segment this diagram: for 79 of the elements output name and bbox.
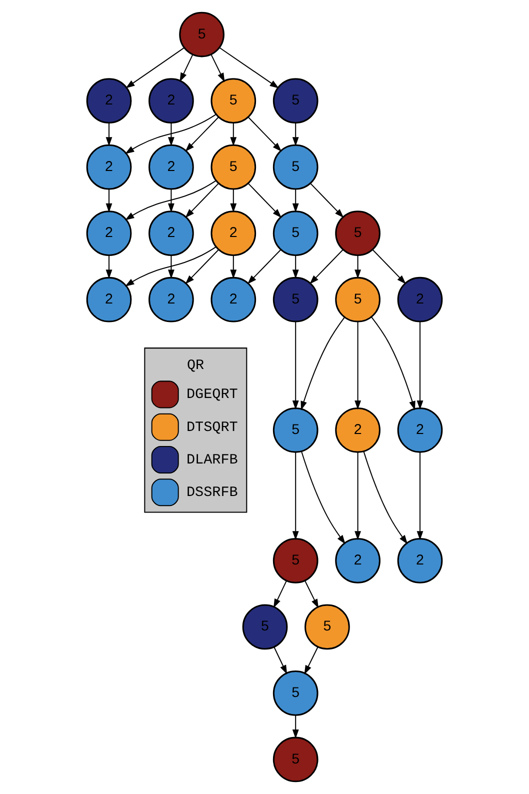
arrow (185, 182, 220, 218)
arrow (416, 452, 424, 540)
arrow (248, 182, 282, 218)
node-circle: 5 (272, 276, 318, 322)
node-circle: 2 (86, 210, 132, 256)
arrow (310, 249, 344, 284)
legend-label: DLARFB (186, 452, 238, 468)
node-circle: 5 (335, 210, 380, 256)
arrow (230, 255, 237, 279)
arrow (354, 322, 362, 410)
node-circle: 2 (148, 276, 194, 322)
arrow (310, 182, 344, 218)
arrow (371, 316, 416, 410)
legend-label: DTSQRT (186, 420, 238, 436)
arrow (292, 452, 299, 540)
node-circle: 2 (86, 144, 132, 190)
arrow (300, 316, 345, 410)
arrow (106, 122, 112, 146)
arrow (219, 47, 279, 88)
node-circle: 5 (272, 407, 318, 453)
arrow (125, 114, 216, 154)
node-circle: 5 (179, 12, 224, 58)
node-circle: 5 (272, 736, 318, 782)
arrow (106, 189, 112, 213)
arrow (292, 189, 299, 213)
arrow (292, 322, 299, 410)
arrow (168, 122, 174, 146)
arrow (125, 246, 216, 286)
node-circle: 2 (148, 78, 194, 124)
arrow (125, 180, 216, 220)
arrow (168, 189, 174, 213)
label: QR (187, 358, 204, 374)
node-circle: 2 (335, 407, 380, 453)
node-circle: 5 (272, 78, 318, 124)
arrow (210, 54, 225, 82)
arrow (274, 647, 288, 674)
node-circle: 5 (272, 670, 318, 716)
legend-label: DSSRFB (186, 485, 238, 502)
arrow (230, 122, 237, 146)
node-circle: 5 (210, 144, 256, 190)
arrow (292, 255, 299, 279)
node-circle: 2 (148, 210, 194, 256)
arrow (304, 646, 318, 675)
arrow (363, 451, 408, 544)
arrow (247, 249, 282, 284)
node-circle: 2 (86, 276, 132, 322)
arrow (292, 122, 299, 146)
arrow (372, 249, 406, 284)
arrow (354, 255, 362, 279)
node-circle: 2 (210, 210, 256, 256)
arrow (301, 451, 346, 544)
node-circle: 2 (335, 538, 380, 584)
node-circle: 5 (210, 78, 256, 124)
node-circle: 5 (272, 210, 318, 256)
arrow (292, 715, 299, 739)
node-circle: 2 (148, 144, 194, 190)
arrow (185, 249, 220, 284)
node-circle: 5 (335, 276, 380, 322)
node-circle: 2 (210, 276, 256, 322)
arrow (180, 54, 194, 82)
arrow (304, 580, 319, 608)
arrow (185, 116, 220, 152)
arrow (168, 255, 174, 279)
node-circle: 5 (304, 604, 350, 650)
arrow (274, 580, 287, 608)
node-circle: 2 (397, 538, 443, 584)
legend-label: DGEQRT (186, 387, 238, 404)
arrow (106, 255, 112, 279)
arrow (248, 116, 282, 152)
node-circle: 5 (272, 144, 318, 190)
node-circle: 2 (397, 407, 443, 453)
arrow (416, 322, 424, 410)
arrow (126, 48, 184, 88)
arrow (230, 189, 237, 213)
node-circle: 5 (272, 538, 318, 584)
node-circle: 2 (86, 78, 132, 124)
node-circle: 2 (397, 276, 443, 322)
node-circle: 5 (242, 604, 288, 650)
arrow (354, 452, 362, 540)
